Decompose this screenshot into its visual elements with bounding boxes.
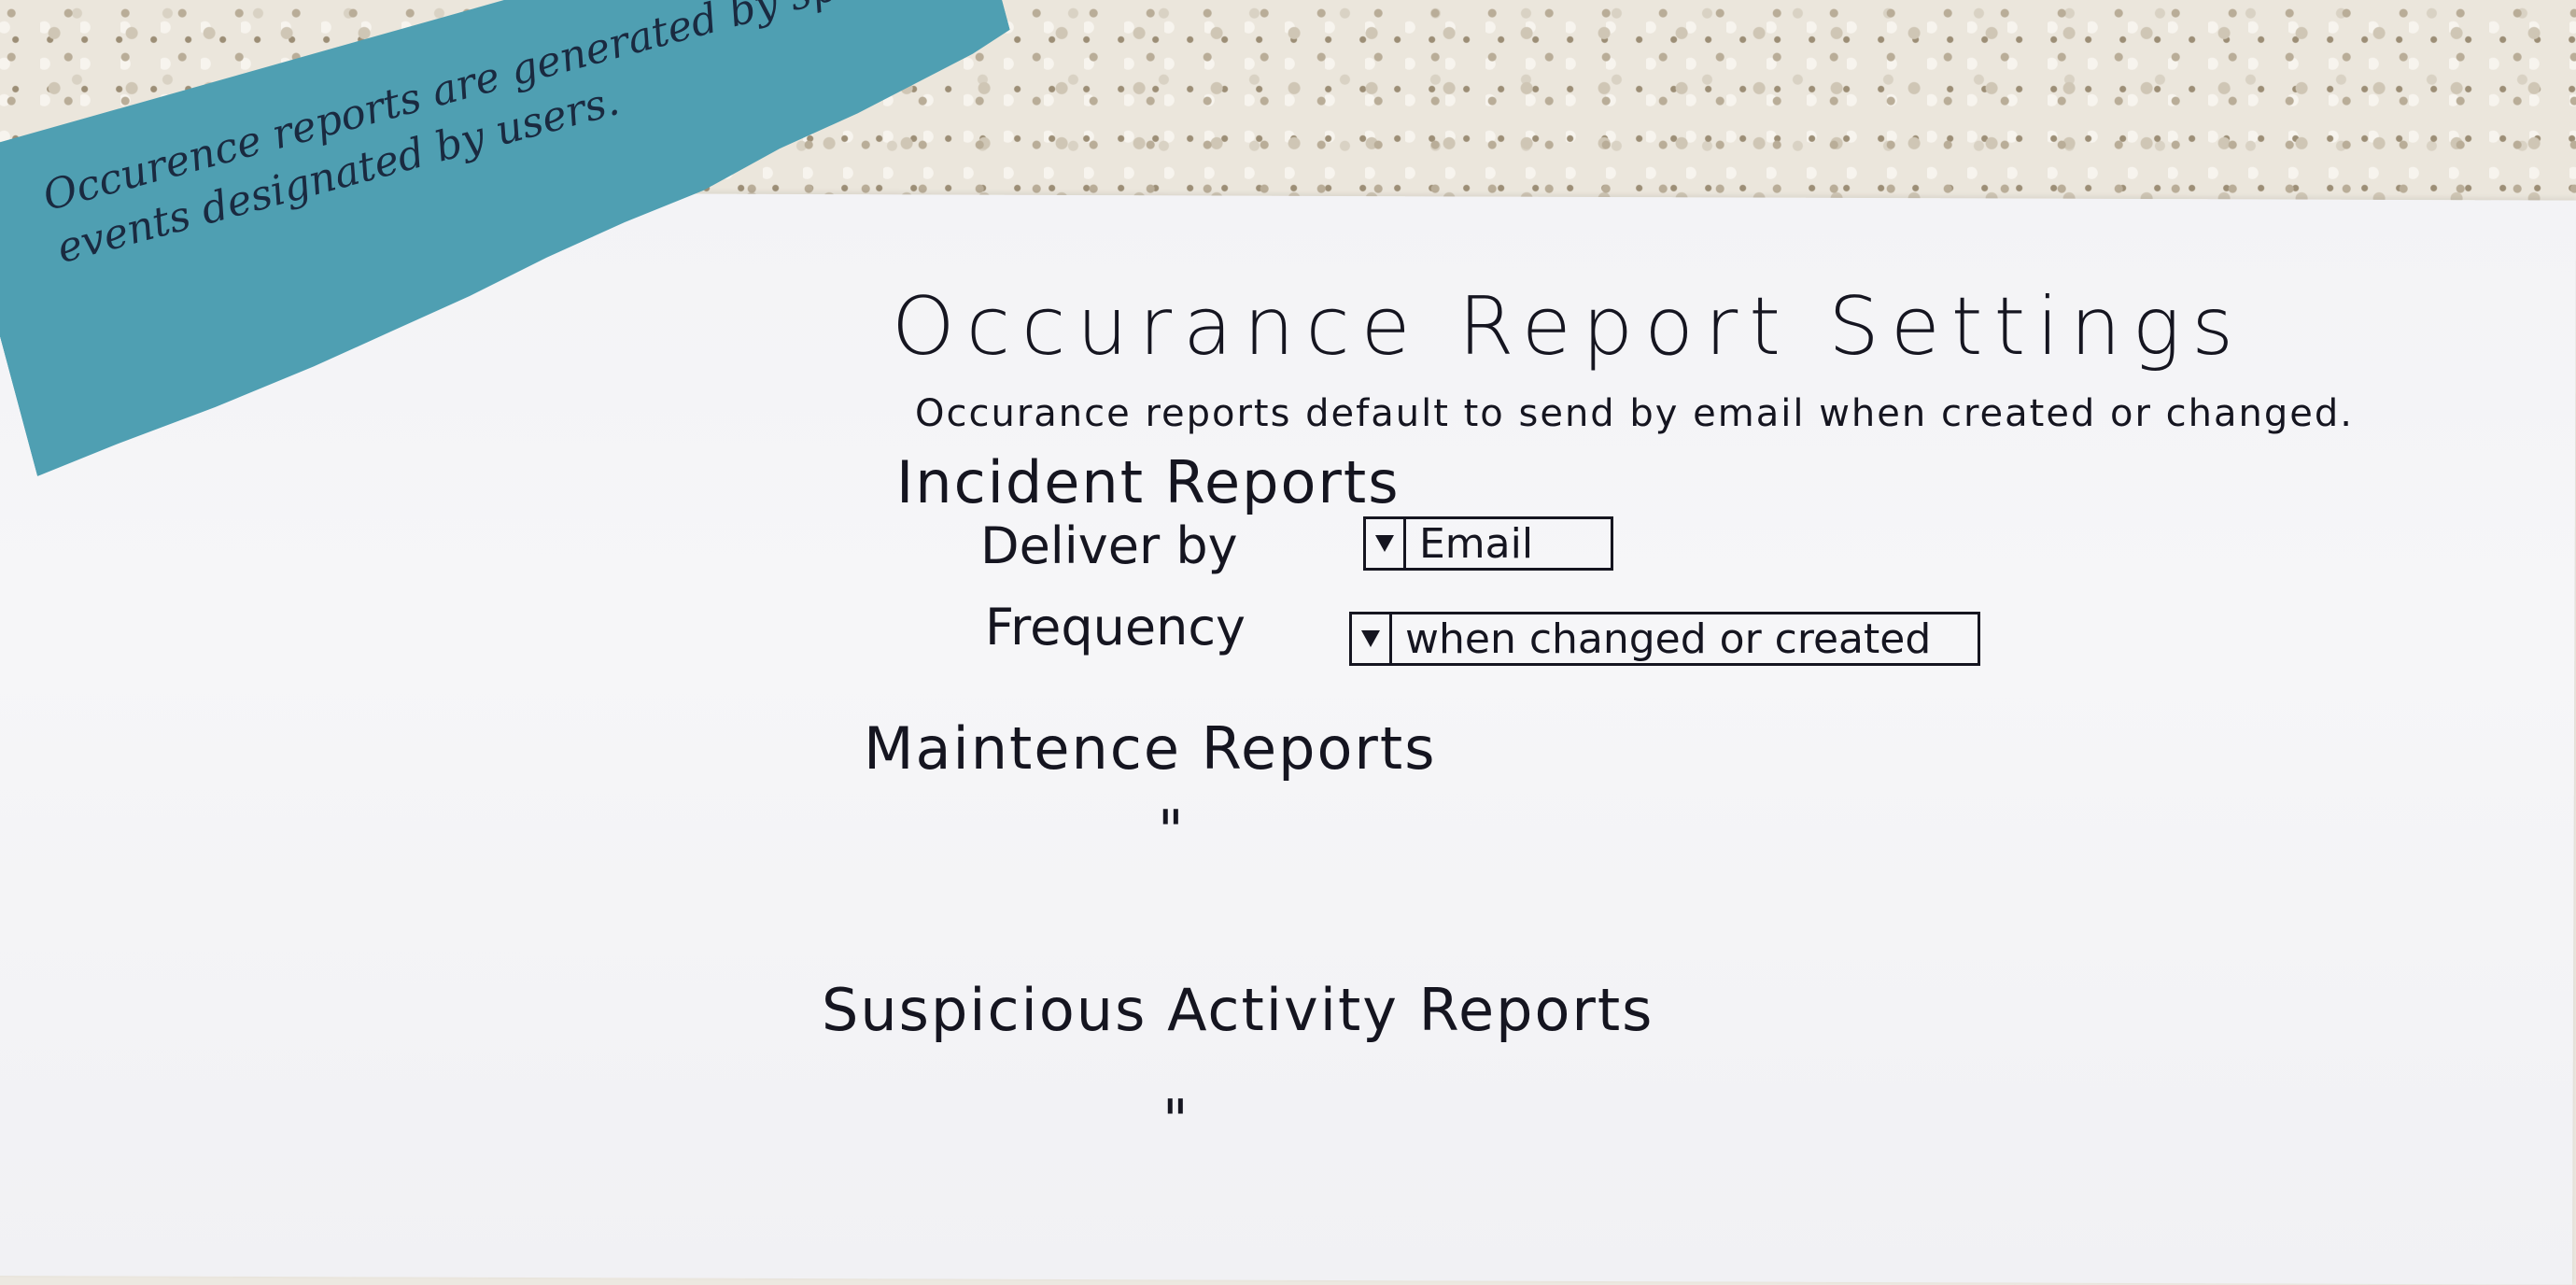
ditto-mark: " [1158,798,1184,864]
frequency-value: when changed or created [1405,614,1932,663]
dropdown-caret-icon[interactable] [1366,519,1406,568]
incident-reports-heading: Incident Reports [896,448,1401,516]
suspicious-activity-reports-heading: Suspicious Activity Reports [822,976,1654,1044]
deliver-by-value: Email [1419,519,1534,568]
page-subtitle: Occurance reports default to send by ema… [915,392,2354,435]
dropdown-caret-icon[interactable] [1352,614,1392,663]
maintenance-reports-heading: Maintence Reports [864,714,1437,783]
frequency-label: Frequency [985,598,1246,657]
ditto-mark: " [1162,1088,1189,1153]
frequency-select[interactable]: when changed or created [1349,612,1980,666]
deliver-by-label: Deliver by [980,516,1238,575]
page-title: Occurance Report Settings [892,280,2245,374]
deliver-by-select[interactable]: Email [1363,516,1613,571]
